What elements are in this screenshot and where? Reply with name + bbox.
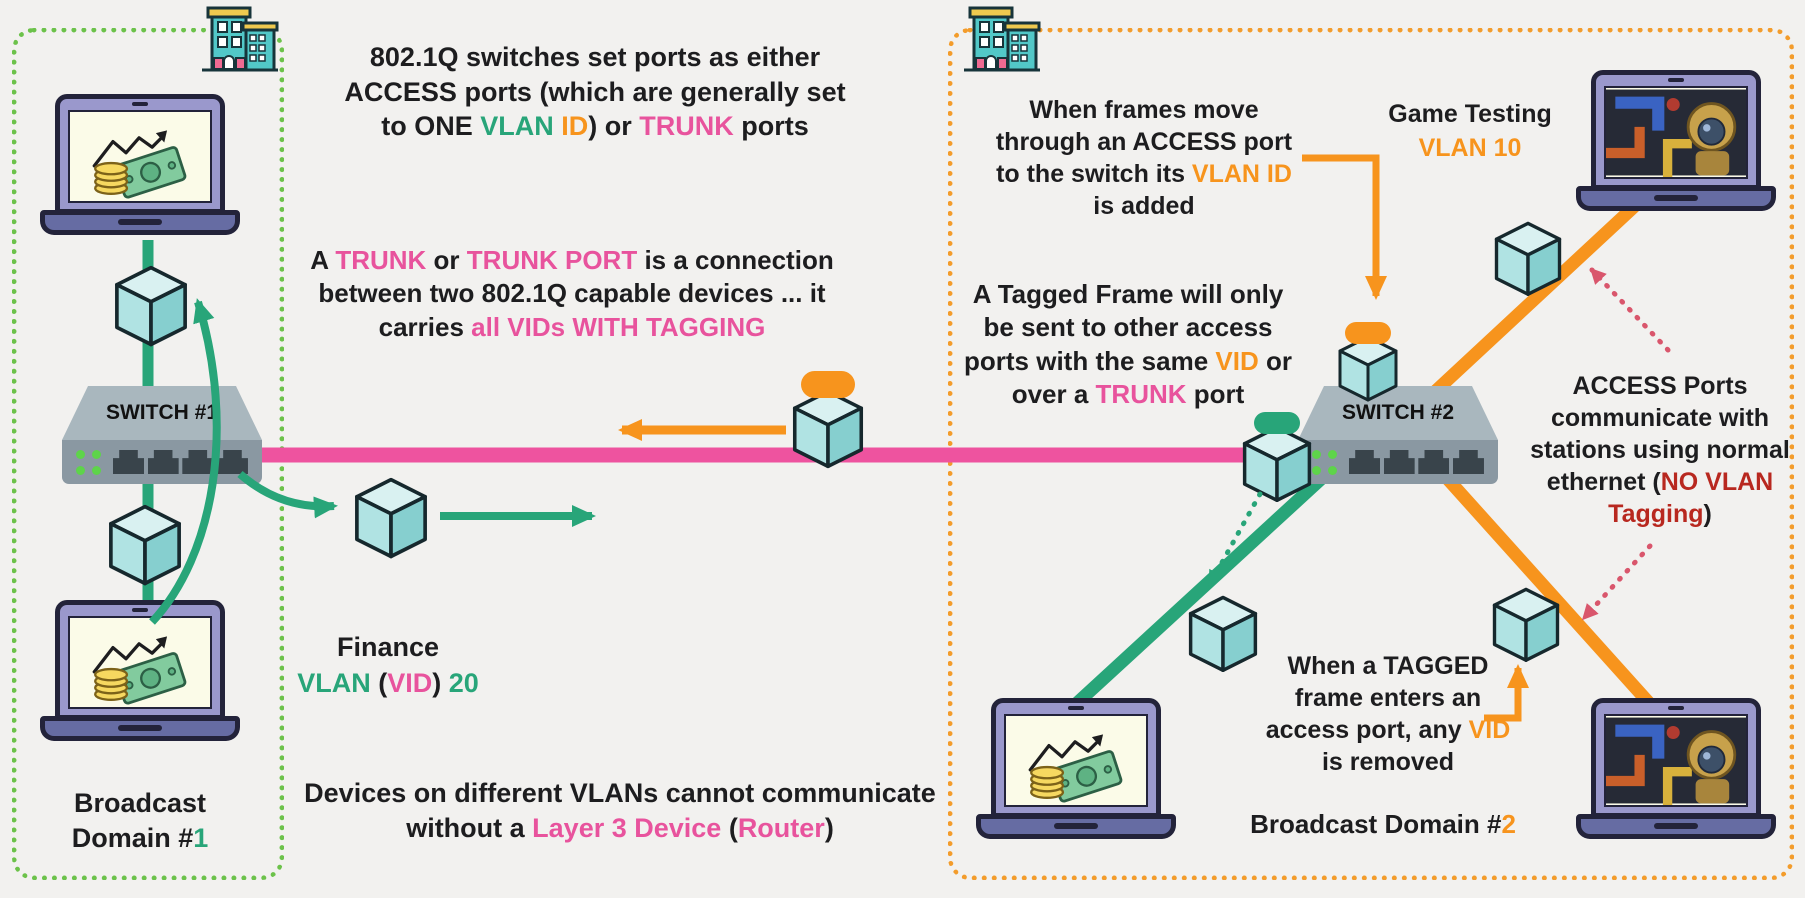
building-icon	[200, 6, 280, 72]
frame-cube-vlan20-right	[1186, 594, 1260, 675]
laptop-finance-top-left	[40, 94, 240, 235]
laptop-camera-dot	[1668, 706, 1684, 710]
frame-cube-icon	[792, 389, 864, 469]
switch-1-top: SWITCH #1	[62, 386, 262, 440]
switch-2-label: SWITCH #2	[1341, 401, 1454, 424]
vlan20-tag-icon	[1254, 412, 1300, 434]
laptop-screen	[55, 94, 225, 214]
building-icon	[962, 6, 1042, 72]
frame-cube-flow	[352, 476, 430, 561]
laptop-game-top-right	[1576, 70, 1776, 211]
vlan10-tag-icon	[801, 371, 855, 398]
laptop-camera-dot	[1668, 78, 1684, 82]
finance-art-icon	[92, 128, 188, 200]
broadcast-domain-2-label: Broadcast Domain #2	[1250, 809, 1516, 839]
note-8021q-ports: 802.1Q switches set ports as either ACCE…	[344, 42, 846, 142]
laptop-screen	[991, 698, 1161, 818]
switch-1-label: SWITCH #1	[105, 401, 218, 424]
ethernet-ports-icon	[1349, 450, 1484, 474]
switch-1: SWITCH #1	[62, 386, 262, 484]
laptop-finance-bottom-right	[976, 698, 1176, 839]
switch-2: SWITCH #2	[1298, 386, 1498, 484]
broadcast-domain-1-label: Broadcast Domain #1	[71, 788, 209, 853]
vlan10-tag-icon	[1345, 322, 1391, 344]
laptop-camera-dot	[132, 102, 148, 106]
laptop-base	[1576, 814, 1776, 839]
ethernet-ports-icon	[113, 450, 248, 474]
note-access-port-tagging: When frames move through an ACCESS port …	[995, 96, 1293, 220]
note-trunk-definition: A TRUNK or TRUNK PORT is a connection be…	[310, 245, 834, 342]
frame-cube-switch2-egress	[1240, 412, 1314, 505]
frame-cube-vlan20-lower	[106, 503, 184, 588]
frame-cube-icon	[1494, 221, 1562, 296]
note-untag-rule: When a TAGGED frame enters an access por…	[1265, 652, 1511, 776]
led-indicators-icon	[1312, 449, 1337, 475]
note-access-ports-ethernet: ACCESS Ports communicate with stations u…	[1530, 372, 1790, 528]
laptop-base	[40, 716, 240, 741]
laptop-base	[976, 814, 1176, 839]
laptop-base	[40, 210, 240, 235]
finance-art-icon	[92, 634, 188, 706]
vlan10-id-label: VLAN 10	[1418, 134, 1522, 162]
frame-cube-icon	[109, 504, 181, 586]
vlan20-name-label: Finance	[336, 632, 440, 662]
switch-2-front	[1298, 440, 1498, 484]
frame-cube-vlan20-upper	[112, 264, 190, 349]
frame-cube-trunk-tagged	[790, 371, 866, 471]
switch-1-front	[62, 440, 262, 484]
frame-cube-icon	[355, 477, 427, 559]
switch-2-top: SWITCH #2	[1298, 386, 1498, 440]
note-layer3-router: Devices on different VLANs cannot commun…	[304, 778, 936, 843]
laptop-screen	[1591, 698, 1761, 818]
frame-cube-icon	[1188, 595, 1258, 673]
vlan20-id-label: VLAN (VID) 20	[297, 668, 479, 698]
finance-art-icon	[1028, 732, 1124, 804]
led-indicators-icon	[76, 449, 101, 475]
laptop-camera-dot	[132, 608, 148, 612]
laptop-finance-bottom-left	[40, 600, 240, 741]
laptop-base	[1576, 186, 1776, 211]
frame-cube-icon	[1338, 335, 1398, 402]
frame-cube-access-top	[1492, 220, 1564, 299]
laptop-camera-dot	[1068, 706, 1084, 710]
game-art-icon	[1606, 88, 1746, 177]
vlan10-name-label: Game Testing	[1388, 100, 1552, 128]
note-tagged-frame-rule: A Tagged Frame will only be sent to othe…	[964, 279, 1292, 409]
frame-cube-switch2-ingress	[1336, 322, 1400, 404]
laptop-screen	[55, 600, 225, 720]
laptop-game-bottom-right	[1576, 698, 1776, 839]
laptop-screen	[1591, 70, 1761, 190]
frame-cube-icon	[1242, 425, 1312, 503]
game-art-icon	[1606, 716, 1746, 805]
frame-cube-icon	[115, 265, 187, 347]
